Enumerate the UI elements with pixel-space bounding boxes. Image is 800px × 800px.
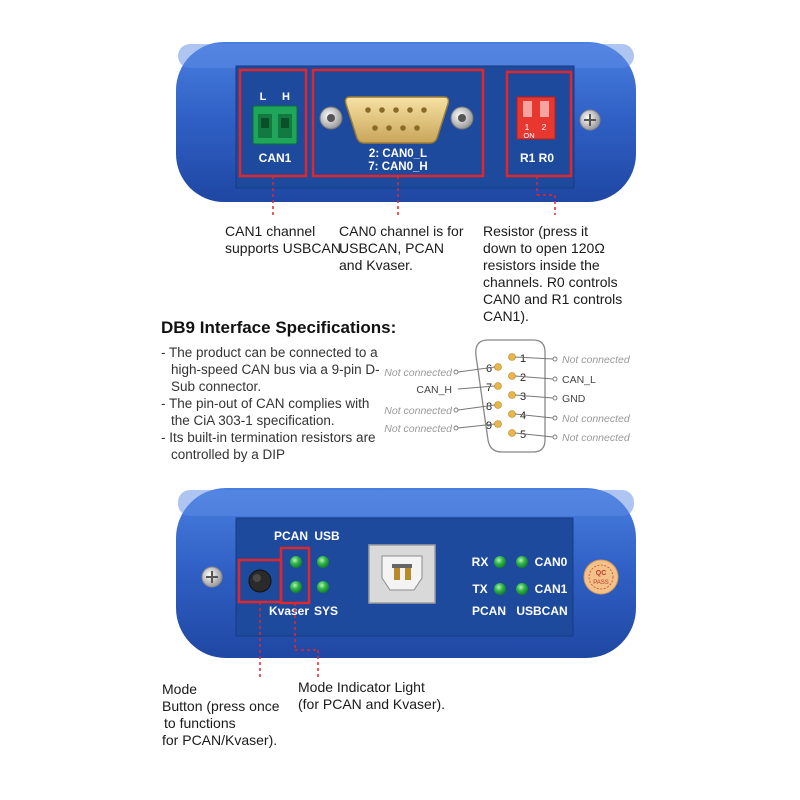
can1-led-icon [516, 583, 528, 595]
kvaser-led-icon [290, 581, 302, 593]
dip-num-1: 1 [525, 122, 530, 132]
pin-5-number: 5 [520, 429, 526, 441]
mode-button-callout: Mode Button (press once to functions for… [162, 681, 280, 749]
can1-terminal-block: L H CAN1 [238, 68, 308, 178]
pin-9-number: 9 [486, 420, 492, 432]
can1-label: CAN1 [259, 151, 292, 165]
can0-db9-port: 2: CAN0_L 7: CAN0_H [311, 68, 485, 178]
db9-spec-item: - The pin-out of CAN complies with the C… [161, 396, 370, 428]
can1-pin-h: H [282, 91, 290, 103]
mode-light-callout: Mode Indicator Light (for PCAN and Kvase… [298, 679, 445, 713]
pin-7-label: CAN_H [416, 384, 452, 396]
dip-switch: 1 2 ON R1 R0 [505, 70, 573, 178]
pin-7-number: 7 [486, 382, 492, 394]
usb-b-port-icon [368, 544, 436, 604]
dip-highlight-box [505, 70, 573, 178]
mode-light-callout-line: (for PCAN and Kvaser). [298, 696, 446, 712]
mode-button-callout-line: Mode [162, 681, 198, 697]
can0-callout-line: USBCAN, PCAN [339, 240, 445, 256]
bottom-leader-lines [259, 602, 319, 680]
pin-3-label: GND [562, 393, 586, 405]
pin-9-label: Not connected [384, 423, 453, 435]
mode-button-callout-line: to functions [164, 715, 236, 731]
qc-pass-sticker: QC PASS [583, 559, 619, 595]
pin-leaders-right [514, 356, 554, 438]
db9-outline-icon [475, 339, 546, 453]
can0-callout-line: and Kvaser. [339, 257, 413, 273]
dip-on-label: ON [523, 131, 534, 140]
pcan-led-label: PCAN [274, 529, 308, 543]
can0-callout: CAN0 channel is for USBCAN, PCAN and Kva… [339, 223, 464, 274]
resistor-callout-line: resistors inside the [483, 257, 600, 273]
can0-pin7-label: 7: CAN0_H [368, 161, 427, 173]
pin-2-label: CAN_L [562, 374, 596, 386]
can0-pin2-label: 2: CAN0_L [369, 148, 427, 160]
dip-num-2: 2 [542, 122, 547, 132]
enclosure-screw-icon [579, 109, 601, 131]
pin-4-number: 4 [520, 410, 526, 422]
resistor-callout-line: Resistor (press it [483, 223, 589, 239]
pin-5-label: Not connected [562, 432, 631, 444]
qc-text: QC [596, 570, 607, 577]
rx-led-icon [494, 556, 506, 568]
resistor-callout: Resistor (press it down to open 120Ω res… [483, 223, 622, 325]
can1-callout: CAN1 channel supports USBCAN. [225, 223, 345, 257]
resistor-callout-line: channels. R0 controls [483, 274, 618, 290]
can0-led-label: CAN0 [535, 555, 568, 569]
can1-callout-line: CAN1 channel [225, 223, 316, 239]
pin-leaders-left [457, 366, 496, 429]
top-leader-lines [272, 176, 556, 215]
dip-r1-r0-label: R1 R0 [520, 151, 554, 165]
db9-spec-item: - The product can be connected to a high… [161, 345, 380, 394]
mode-light-callout-line: Mode Indicator Light [298, 679, 425, 695]
usb-led-icon [317, 556, 329, 568]
pin-8-number: 8 [486, 401, 492, 413]
pin-8-label: Not connected [384, 405, 453, 417]
db9-pin-dots [494, 353, 516, 437]
can1-led-label: CAN1 [535, 582, 568, 596]
resistor-callout-line: CAN0 and R1 controls [483, 291, 623, 307]
kvaser-led-label: Kvaser [269, 604, 309, 618]
db9-spec-list: - The product can be connected to a high… [161, 344, 381, 463]
bottom-screw-icon [201, 566, 223, 588]
pin-1-number: 1 [520, 353, 526, 365]
pcan-led-icon [290, 556, 302, 568]
pin-2-number: 2 [520, 372, 526, 384]
top-device-illustration: L H CAN1 2: CAN0_L 7: CAN0_H 1 2 ON R1 R… [176, 42, 636, 215]
tx-led-label: TX [472, 582, 487, 596]
resistor-callout-line: down to open 120Ω [483, 240, 605, 256]
mode-button-icon[interactable] [248, 569, 272, 593]
can1-callout-line: supports USBCAN. [225, 240, 345, 256]
mode-button-callout-line: Button (press once [162, 698, 280, 714]
bottom-device-illustration: PCAN USB Kvaser SYS RX TX CAN0 CAN1 PCAN… [176, 488, 636, 680]
resistor-callout-line: CAN1). [483, 308, 529, 324]
pin-1-label: Not connected [562, 354, 631, 366]
can0-led-icon [516, 556, 528, 568]
usbcan-mode-label: USBCAN [516, 604, 567, 618]
pin-6-label: Not connected [384, 367, 453, 379]
db9-connector-icon [344, 96, 450, 144]
can0-callout-line: CAN0 channel is for [339, 223, 464, 239]
sys-led-icon [317, 581, 329, 593]
pcan-mode-label: PCAN [472, 604, 506, 618]
mode-button-callout-line: for PCAN/Kvaser). [162, 732, 278, 748]
qc-pass-text: PASS [593, 580, 609, 586]
tx-led-icon [494, 583, 506, 595]
db9-spec-item: - Its built-in termination resistors are… [161, 430, 376, 462]
pin-3-number: 3 [520, 391, 526, 403]
db9-spec-title: DB9 Interface Specifications: [161, 318, 397, 337]
rx-led-label: RX [472, 555, 489, 569]
sys-led-label: SYS [314, 604, 338, 618]
pin-6-number: 6 [486, 363, 492, 375]
db9-pinout-diagram: 1 2 3 4 5 6 7 8 9 Not connected CAN_L GN… [384, 339, 631, 453]
can1-pin-l: L [260, 91, 267, 103]
usb-led-label: USB [314, 529, 340, 543]
pin-4-label: Not connected [562, 413, 631, 425]
